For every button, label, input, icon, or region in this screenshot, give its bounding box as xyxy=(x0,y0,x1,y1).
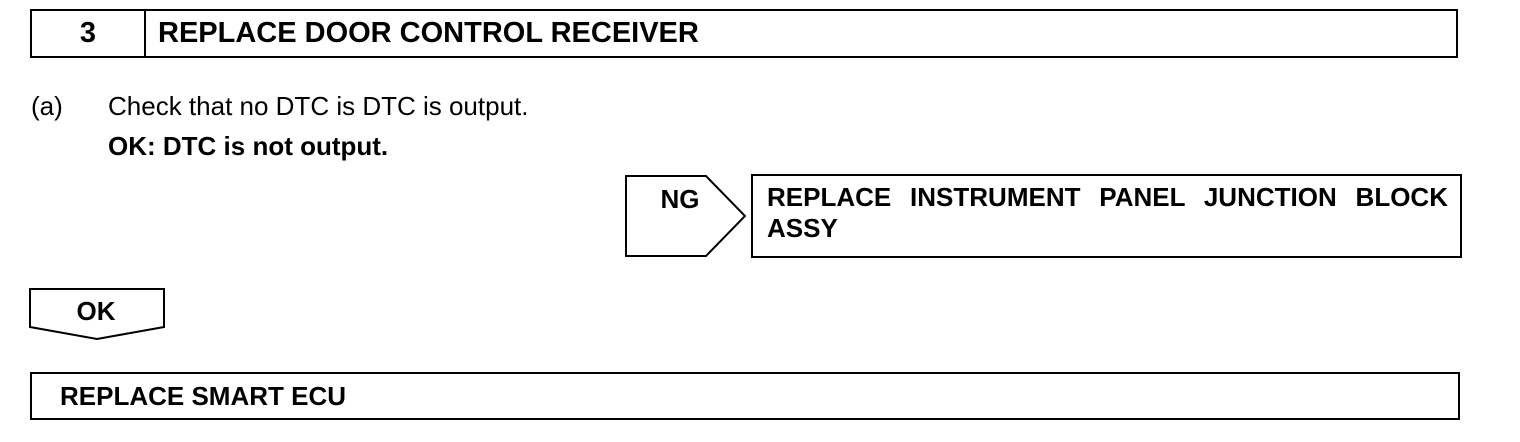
check-instruction: Check that no DTC is DTC is output. xyxy=(108,91,529,121)
step-header: 3 REPLACE DOOR CONTROL RECEIVER xyxy=(30,9,1458,58)
ng-result-text: REPLACE INSTRUMENT PANEL JUNCTION BLOCK … xyxy=(767,182,1448,243)
ok-arrow-shape xyxy=(29,288,165,341)
final-result-box: REPLACE SMART ECU xyxy=(30,372,1460,420)
sub-step-label: (a) xyxy=(31,91,63,121)
ok-label: OK xyxy=(76,296,116,326)
step-title: REPLACE DOOR CONTROL RECEIVER xyxy=(158,17,699,49)
ng-result-box: REPLACE INSTRUMENT PANEL JUNCTION BLOCK … xyxy=(751,174,1462,258)
final-result-text: REPLACE SMART ECU xyxy=(60,381,347,411)
ok-criteria: OK: DTC is not output. xyxy=(108,131,389,161)
ng-label: NG xyxy=(660,184,700,214)
step-number: 3 xyxy=(32,11,146,56)
ng-arrow-shape xyxy=(625,175,747,257)
